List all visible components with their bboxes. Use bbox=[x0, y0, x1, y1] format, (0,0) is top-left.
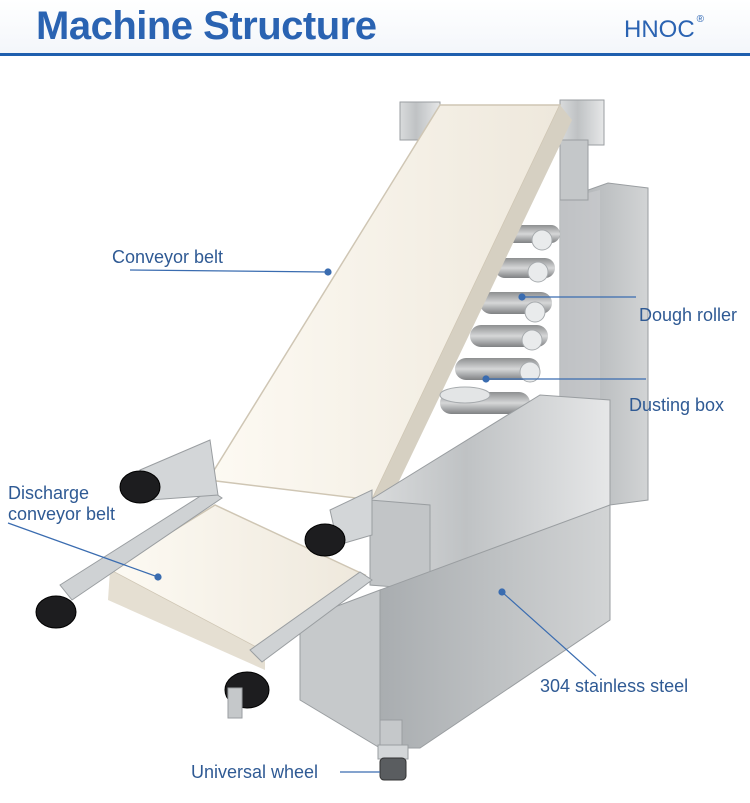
star-knobs bbox=[519, 229, 553, 383]
label-discharge-line2: conveyor belt bbox=[8, 504, 116, 524]
machine-illustration bbox=[7, 99, 649, 781]
header-bar bbox=[0, 0, 750, 55]
brand-name: HNOC bbox=[624, 16, 695, 43]
label-universal-wheel: Universal wheel bbox=[191, 762, 319, 782]
label-stainless-steel: 304 stainless steel bbox=[540, 676, 689, 696]
header-divider bbox=[0, 53, 750, 56]
page-title: Machine Structure bbox=[36, 4, 377, 48]
label-discharge-line1: Discharge bbox=[8, 483, 90, 503]
label-conveyor-belt: Conveyor belt bbox=[112, 247, 224, 267]
label-dusting-box: Dusting box bbox=[629, 395, 725, 415]
leader-lines bbox=[7, 268, 646, 773]
registered-mark: ® bbox=[696, 14, 705, 25]
discharge-conveyor bbox=[59, 439, 373, 670]
label-dough-roller: Dough roller bbox=[639, 305, 738, 325]
dusting-box bbox=[439, 386, 491, 404]
legs bbox=[227, 687, 403, 751]
universal-wheel bbox=[377, 744, 409, 781]
brand-logo: HNOC® bbox=[624, 14, 705, 44]
lower-cabinet bbox=[299, 394, 611, 749]
